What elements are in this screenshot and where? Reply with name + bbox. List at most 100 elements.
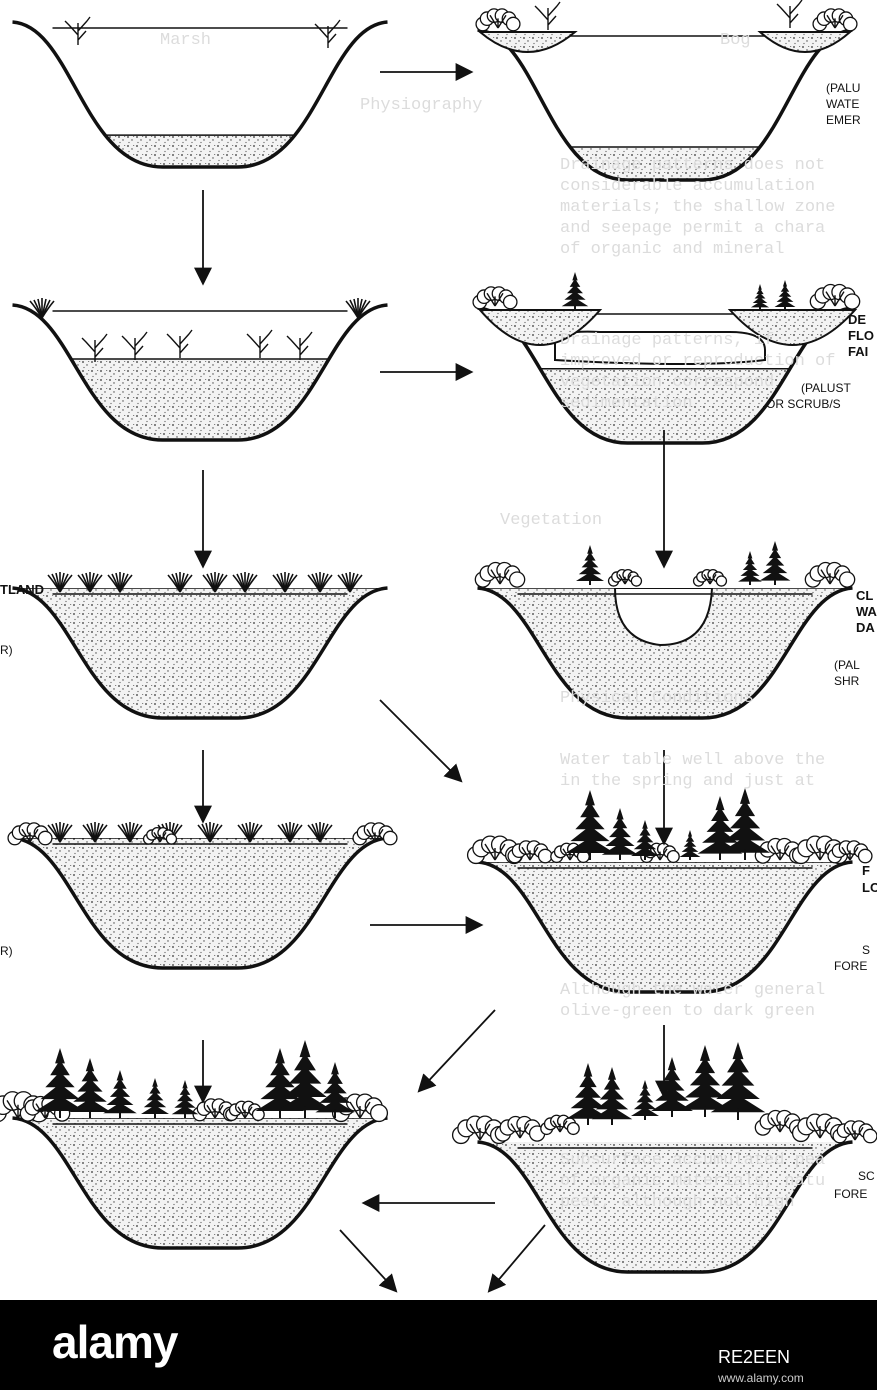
aquatic-plant bbox=[81, 333, 108, 362]
conifer-tree bbox=[566, 1063, 610, 1125]
conifer-tree bbox=[738, 551, 762, 585]
shrub bbox=[225, 1100, 265, 1122]
footer-url: www.alamy.com bbox=[718, 1371, 804, 1385]
grass-tuft bbox=[307, 822, 333, 843]
shrub bbox=[540, 1114, 580, 1136]
shrub bbox=[331, 1093, 389, 1123]
stage-label: LO bbox=[862, 880, 877, 895]
conifer-tree bbox=[277, 1040, 333, 1118]
stage-label: S bbox=[862, 943, 871, 957]
shrub bbox=[809, 283, 861, 310]
background-text-line: Vegetation bbox=[500, 511, 603, 530]
aquatic-plant bbox=[246, 329, 273, 358]
conifer-tree bbox=[679, 1045, 731, 1117]
background-text-line: Physiography bbox=[360, 96, 483, 115]
aquatic-plant bbox=[286, 331, 313, 360]
background-text-line: materials; the shallow zone bbox=[560, 198, 836, 217]
basin-scrub-wetland bbox=[7, 822, 398, 970]
stage-label: (PALUST bbox=[801, 381, 851, 395]
arrows-layer bbox=[194, 63, 673, 1293]
shrub bbox=[692, 569, 728, 587]
stock-id: RE2EEN bbox=[718, 1347, 791, 1367]
stage-label: FLO bbox=[848, 328, 874, 343]
grass-tuft bbox=[197, 822, 223, 843]
background-text-line: sedimentation bbox=[560, 394, 693, 413]
grass-tuft bbox=[29, 298, 55, 319]
shrub bbox=[475, 8, 521, 32]
shrub bbox=[472, 286, 518, 310]
grass-tuft bbox=[237, 822, 263, 843]
shrub bbox=[812, 8, 858, 32]
background-text-line: of organic materials, natu bbox=[560, 1172, 826, 1191]
stage-label: (PAL bbox=[834, 658, 860, 672]
stage-label: FORE bbox=[834, 959, 868, 973]
stage-label: R) bbox=[0, 944, 13, 958]
stage-label: FAI bbox=[848, 344, 869, 359]
aquatic-plant bbox=[776, 0, 803, 28]
conifer-tree bbox=[750, 284, 770, 310]
background-text-line: Bog bbox=[720, 31, 751, 50]
background-text-line: Although the water general bbox=[560, 981, 826, 1000]
grass-tuft bbox=[82, 822, 108, 843]
background-text-line: olive-green to dark green bbox=[560, 1002, 816, 1021]
background-text-line: considerable accumulation bbox=[560, 177, 816, 196]
watermark: alamy bbox=[410, 620, 507, 658]
stage-label: SC bbox=[858, 1169, 875, 1183]
arrow-down-bottom-2 bbox=[487, 1224, 546, 1293]
shrub bbox=[832, 1120, 877, 1144]
background-text-line: in the spring and just at bbox=[560, 772, 816, 791]
stage-label: WATE bbox=[826, 97, 860, 111]
grass-tuft bbox=[345, 298, 371, 319]
shrub bbox=[827, 840, 873, 864]
arrow-down-bottom-1 bbox=[339, 1229, 398, 1293]
background-text-line: Subsurface accumulated pea bbox=[560, 1151, 826, 1170]
arrow-diagonal-2 bbox=[417, 1009, 496, 1093]
background-text-line: and seepage permit a chara bbox=[560, 219, 826, 238]
stage-label: TLAND bbox=[0, 582, 45, 597]
aquatic-plant bbox=[121, 331, 148, 360]
basin-emergent-wetland bbox=[12, 572, 388, 720]
conifer-tree bbox=[679, 830, 701, 860]
grass-tuft bbox=[337, 572, 363, 593]
stage-label: F bbox=[862, 863, 870, 878]
grass-tuft bbox=[232, 572, 258, 593]
shrub bbox=[352, 822, 398, 846]
arrow-diagonal-1 bbox=[379, 699, 463, 783]
shrub bbox=[607, 569, 643, 587]
stage-label: FORE bbox=[834, 1187, 868, 1201]
grass-tuft bbox=[307, 572, 333, 593]
shrub bbox=[474, 561, 526, 588]
grass-tuft bbox=[202, 572, 228, 593]
conifer-tree bbox=[35, 1048, 85, 1118]
stage-label: OR SCRUB/S bbox=[766, 397, 841, 411]
conifer-tree bbox=[719, 788, 771, 860]
background-text-line: Physical Conditions bbox=[560, 689, 754, 708]
grass-tuft bbox=[77, 572, 103, 593]
aquatic-plant bbox=[534, 1, 561, 30]
grass-tuft bbox=[117, 822, 143, 843]
basin-illustrations bbox=[0, 0, 877, 1293]
stage-label: DA bbox=[856, 620, 875, 635]
grass-tuft bbox=[107, 572, 133, 593]
shrub bbox=[7, 822, 53, 846]
stage-label: WA bbox=[856, 604, 877, 619]
background-text-line: of organic and mineral bbox=[560, 240, 785, 259]
background-text-line: improved or reproduction of bbox=[560, 352, 836, 371]
basin-forested-low bbox=[466, 788, 873, 994]
conifer-tree bbox=[591, 1067, 633, 1125]
conifer-tree bbox=[759, 541, 791, 585]
conifer-tree bbox=[576, 545, 604, 585]
background-text-line: Drainage patterns, if bbox=[560, 331, 775, 350]
conifer-tree bbox=[561, 272, 589, 310]
stage-label: R) bbox=[0, 643, 13, 657]
watermark: alamy bbox=[790, 500, 877, 538]
footer-bar bbox=[0, 1300, 877, 1390]
background-text-line: Water table well above the bbox=[560, 751, 826, 770]
shrub bbox=[142, 827, 178, 845]
watermark: alamy bbox=[0, 500, 97, 538]
conifer-tree bbox=[315, 1062, 355, 1118]
conifer-tree bbox=[69, 1058, 111, 1118]
background-text-line: vegetation correspond bbox=[560, 373, 775, 392]
grass-tuft bbox=[47, 572, 73, 593]
